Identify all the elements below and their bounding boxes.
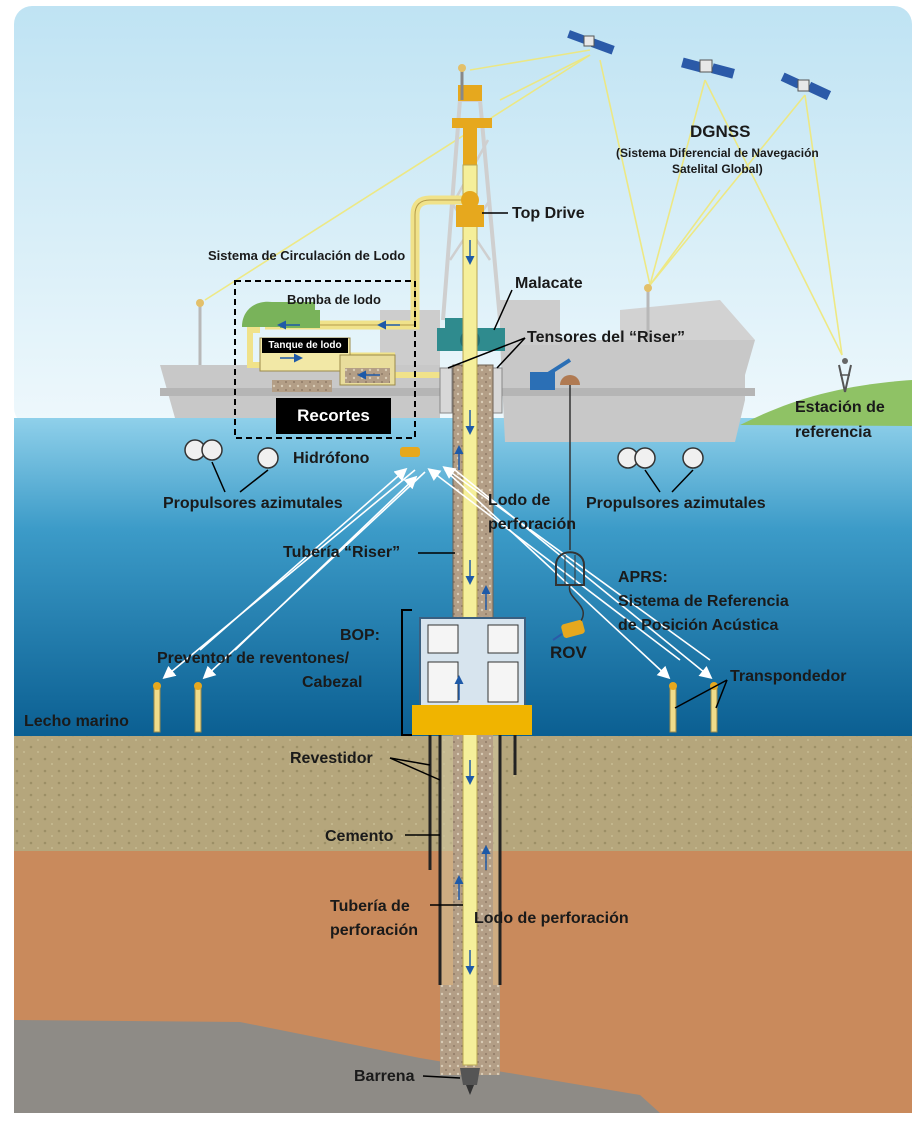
thruster-icon (184, 439, 223, 461)
dgnss-desc-line1: (Sistema Diferencial de Navegación (616, 146, 819, 160)
dgnss-desc-line2: Satelital Global) (672, 162, 763, 176)
mud-system-box (234, 280, 416, 439)
thrusters-right-label: Propulsores azimutales (586, 495, 766, 512)
satellite-icon (681, 57, 735, 79)
drill-pipe-label-2: perforación (330, 922, 419, 939)
mud-pump-label: Bomba de lodo (287, 292, 381, 307)
bop-label-2: Preventor de reventones/ (157, 650, 350, 667)
bop-label-1: BOP: (340, 627, 380, 644)
drilling-mud-label-1: Lodo de (488, 492, 551, 509)
reference-station-label-2: referencia (795, 424, 872, 441)
flow-arrows (277, 240, 491, 975)
aprs-label-1: APRS: (618, 569, 668, 586)
thruster-icon (682, 447, 704, 469)
drill-pipe (462, 164, 478, 1066)
casing (428, 735, 517, 985)
bottom-mud-label: Lodo de perforación (474, 910, 629, 927)
bop-bracket (401, 609, 412, 736)
drill-bit (460, 1068, 480, 1095)
top-drive-unit (456, 205, 484, 227)
land (740, 380, 912, 426)
bop-label-3: Cabezal (302, 674, 363, 691)
transponder-icon (153, 682, 161, 733)
satellite-icon (567, 30, 615, 55)
hydrophone (400, 447, 420, 457)
cuttings-label: Recortes (276, 398, 391, 434)
satellite-icon (780, 72, 832, 101)
aprs-label-2: Sistema de Referencia (618, 593, 789, 610)
cement-label: Cemento (325, 828, 394, 845)
top-drive-label: Top Drive (512, 205, 585, 222)
drill-pipe-label-1: Tubería de (330, 898, 410, 915)
reference-station-label-1: Estación de (795, 399, 885, 416)
rov-label: ROV (550, 643, 587, 662)
thrusters-left-label: Propulsores azimutales (163, 495, 343, 512)
hydrophone-label: Hidrófono (293, 450, 370, 467)
drill-bit-label: Barrena (354, 1068, 415, 1085)
riser-label: Tubería “Riser” (283, 544, 401, 561)
rov-cage (555, 551, 585, 586)
reference-station-icon (838, 358, 852, 393)
bop-stack (412, 617, 532, 735)
riser-tensioners-label: Tensores del “Riser” (527, 329, 685, 346)
drilling-mud-label-2: perforación (488, 516, 577, 533)
drawworks-label: Malacate (515, 275, 583, 292)
transponder-icon (669, 682, 677, 733)
transponder-label: Transpondedor (730, 668, 847, 685)
crane (530, 358, 580, 390)
thruster-icon (257, 447, 279, 469)
casing-label: Revestidor (290, 750, 373, 767)
signal-beams (204, 49, 843, 356)
rov-icon (552, 620, 585, 641)
thruster-icon (617, 447, 656, 469)
mud-system-label: Sistema de Circulación de Lodo (208, 248, 406, 263)
mud-pump (242, 301, 320, 328)
dgnss-title: DGNSS (690, 122, 751, 141)
cuttings-pile (272, 380, 332, 392)
aprs-label-3: de Posición Acústica (618, 617, 779, 634)
transponder-icon (194, 682, 202, 733)
leader-lines (211, 212, 728, 1079)
mud-tank-label: Tanque de lodo (262, 338, 348, 353)
seabed-label: Lecho marino (24, 713, 129, 730)
rock-layer (14, 1020, 660, 1113)
